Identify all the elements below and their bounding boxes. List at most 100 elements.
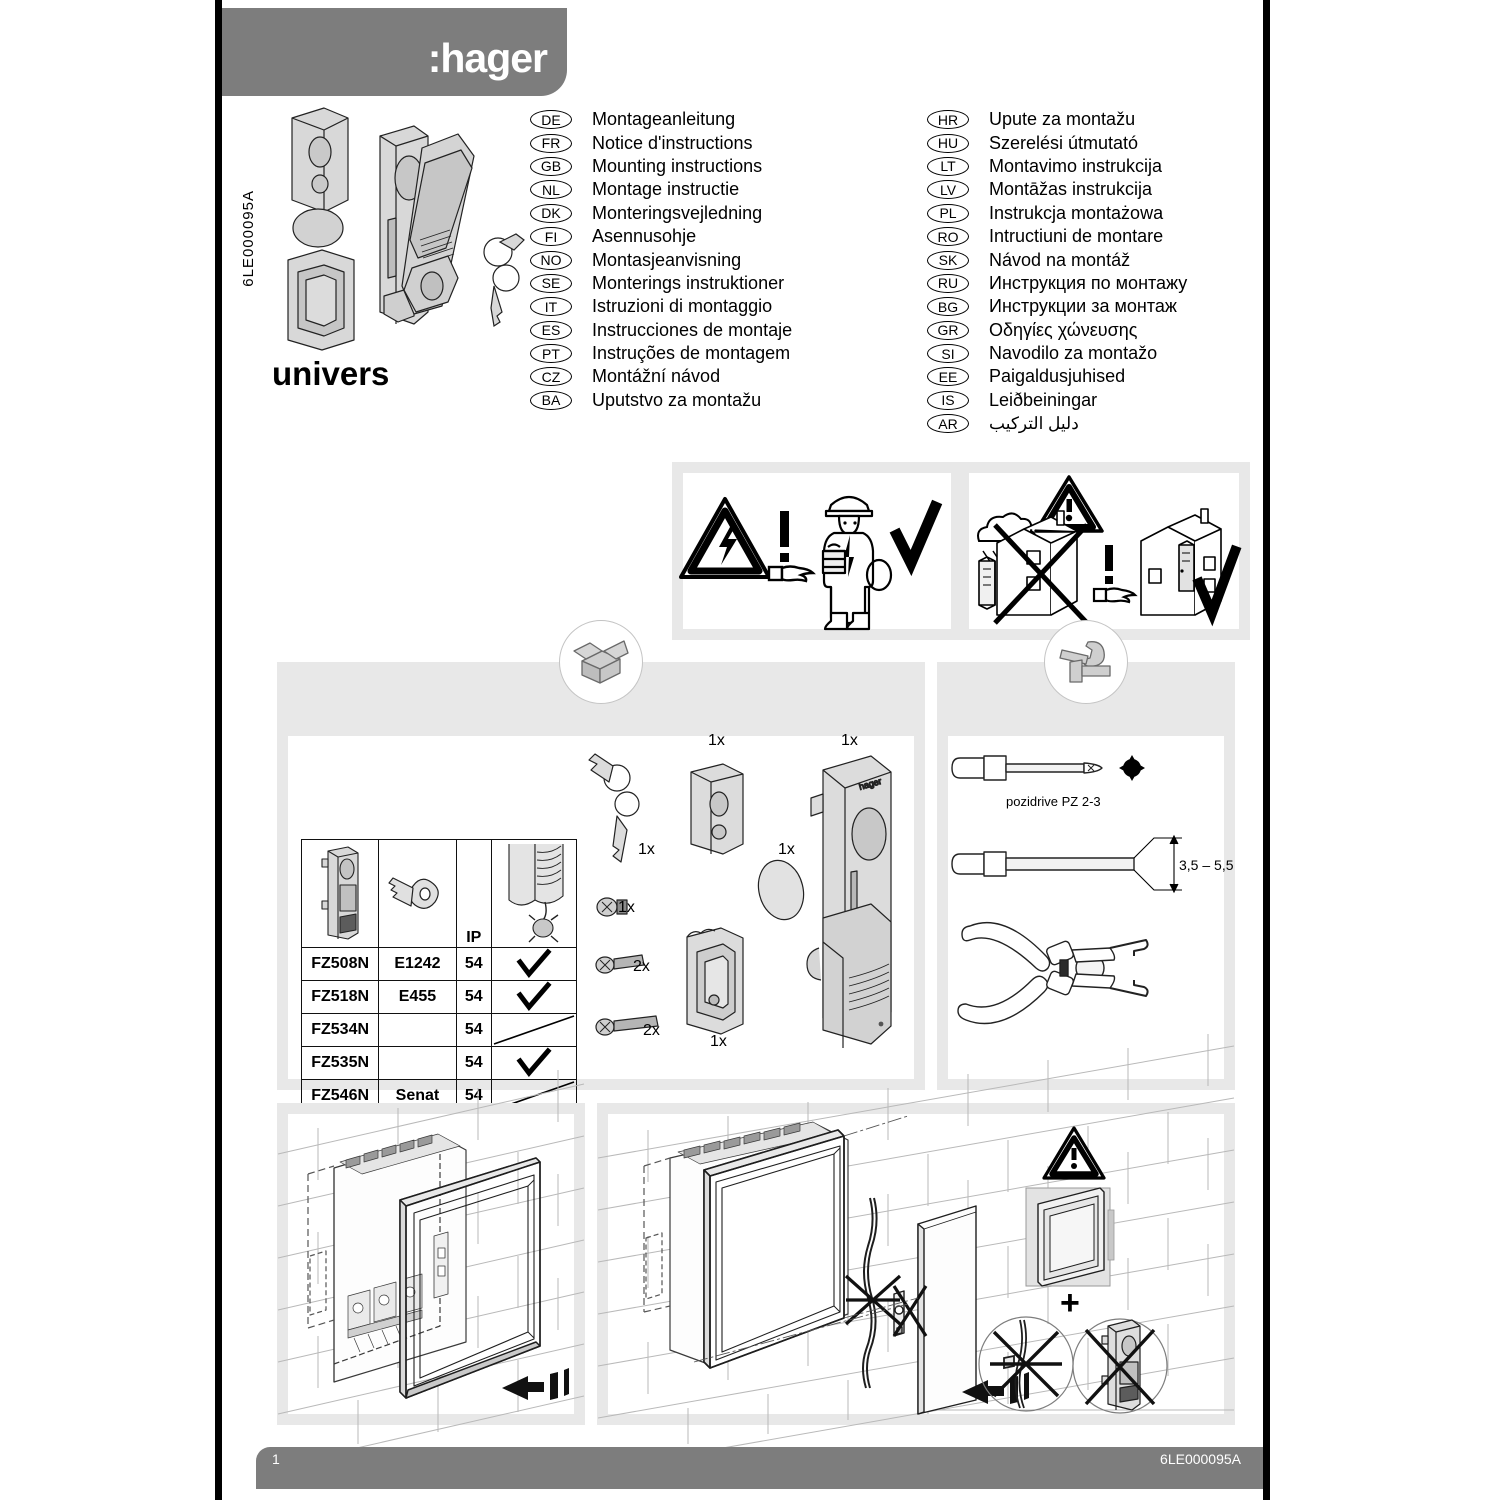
language-code-badge: PL — [927, 203, 969, 223]
language-code-badge: RO — [927, 227, 969, 247]
language-code-badge: PT — [530, 344, 572, 364]
footer-document-code: 6LE000095A — [1160, 1451, 1241, 1467]
plus-sign: + — [1060, 1284, 1080, 1322]
language-code-badge: GR — [927, 320, 969, 340]
qty-cover-cap: 1x — [778, 841, 795, 858]
language-code-badge: SI — [927, 344, 969, 364]
blade-width-label: 3,5 – 5,5 — [1179, 857, 1234, 873]
language-name: Uputstvo za montažu — [592, 389, 762, 410]
language-code-badge: IS — [927, 390, 969, 410]
insert-arrow — [502, 1368, 569, 1400]
language-code-badge: FR — [530, 133, 572, 153]
hager-logo: :hager — [427, 35, 548, 81]
pozidrive-tip-symbol — [1119, 755, 1145, 781]
keys-icon — [588, 753, 640, 863]
table-row: FZ508N E1242 54 — [300, 947, 578, 981]
language-name: Istruzioni di montaggio — [592, 296, 773, 317]
language-name: Montage instructie — [592, 179, 740, 200]
language-name: Intructiuni de montare — [989, 226, 1164, 247]
language-code-badge: EE — [927, 367, 969, 387]
language-name: Monteringsvejledning — [592, 202, 763, 223]
circlip-pliers-icon — [957, 922, 1149, 1025]
brand-header-bar: :hager — [222, 8, 567, 96]
exclamation-mark — [780, 511, 789, 562]
cell-sealable — [490, 980, 578, 1014]
language-row-bg: BG Инструкции за монтаж — [927, 295, 1187, 318]
no-cable-strike-icon — [844, 1274, 902, 1326]
no-lock-strike-icon — [892, 1285, 928, 1337]
lock-insert-icon — [690, 763, 744, 855]
language-code-badge: LV — [927, 180, 969, 200]
language-name: دليل التركيب — [989, 413, 1079, 433]
qty-lock-handle-assembly: 1x — [841, 732, 858, 749]
table-row: FZ534N 54 — [300, 1013, 578, 1047]
language-name: Notice d'instructions — [592, 132, 753, 153]
long-screw-icon — [595, 1015, 659, 1036]
language-code-badge: BG — [927, 297, 969, 317]
cabinet-frame-seal-diagram — [277, 1070, 585, 1467]
manual-page: :hager 6LE000095A — [215, 0, 1270, 1500]
pointing-hand-icon — [767, 565, 816, 583]
exclamation-mark — [1105, 545, 1113, 584]
cell-key — [378, 1046, 457, 1080]
language-code-badge: RU — [927, 273, 969, 293]
cell-key: E455 — [378, 980, 457, 1014]
language-code-badge: HR — [927, 110, 969, 130]
pointing-hand-icon — [1092, 587, 1138, 604]
language-name: Инструкции за монтаж — [989, 296, 1177, 317]
language-code-badge: LT — [927, 156, 969, 176]
medium-screw-icon — [595, 954, 645, 974]
tools-inner-white: pozidrive PZ 2-3 3,5 – 5,5 — [948, 736, 1234, 1079]
language-code-badge: GB — [530, 156, 572, 176]
language-name: Montageanleitung — [592, 109, 736, 130]
language-code-badge: FI — [530, 227, 572, 247]
short-screw-icon — [596, 897, 628, 917]
cell-model: FZ518N — [300, 980, 380, 1014]
header-seal-lead-icon — [490, 839, 578, 948]
language-name: Leiðbeiningar — [989, 389, 1098, 410]
handle-recess-icon — [686, 927, 744, 1035]
qty-handle-recess: 1x — [710, 1033, 727, 1050]
qualified-electrician-icon — [821, 495, 893, 631]
cell-ip: 54 — [455, 947, 492, 981]
safety-qualified-person-panel — [679, 473, 951, 631]
cell-ip: 54 — [455, 980, 492, 1014]
cell-model: FZ508N — [300, 947, 380, 981]
qty-medium-screw: 2x — [633, 958, 650, 975]
cell-ip: 54 — [455, 1013, 492, 1047]
step-2-panel: + — [597, 1034, 1235, 1471]
step-1-panel — [277, 1070, 585, 1467]
language-name: Szerelési útmutató — [989, 132, 1139, 153]
door-plus-frame-icon — [1025, 1187, 1115, 1287]
page-title: univers — [272, 355, 390, 392]
lock-handle-assembly: hager — [806, 755, 892, 1048]
language-code-badge: NO — [530, 250, 572, 270]
language-name: Instrucciones de montaje — [592, 319, 793, 340]
blade-width-dimension — [1133, 834, 1182, 894]
language-code-badge: SE — [530, 273, 572, 293]
cell-sealable-none — [490, 1013, 578, 1047]
language-row-es: ES Instrucciones de montaje — [530, 319, 792, 342]
warning-triangle-icon — [1042, 1126, 1106, 1180]
language-name: Montážní návod — [592, 366, 721, 387]
language-code-badge: ES — [530, 320, 572, 340]
check-mark — [889, 499, 943, 577]
language-name: Asennusohje — [592, 226, 697, 247]
language-name: Návod na montáž — [989, 249, 1131, 270]
language-code-badge: SK — [927, 250, 969, 270]
footer-page-number: 1 — [272, 1451, 280, 1467]
language-row-ro: RO Intructiuni de montare — [927, 225, 1187, 248]
cell-key — [378, 1013, 457, 1047]
hero-lock-exploded-icon — [262, 100, 552, 351]
language-code-badge: HU — [927, 133, 969, 153]
